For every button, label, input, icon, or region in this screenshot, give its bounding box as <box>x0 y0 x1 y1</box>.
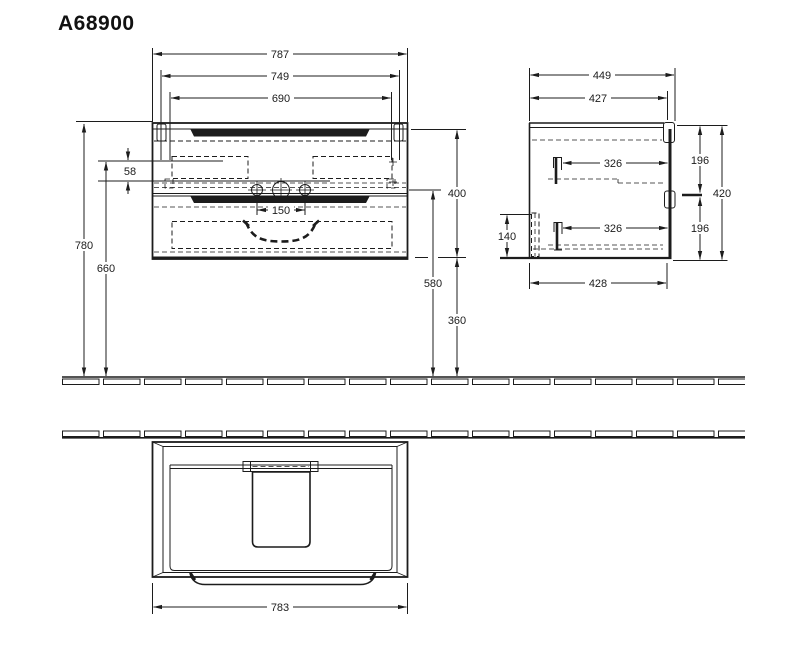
dim-front-groove-offset: 58 <box>98 148 330 194</box>
dim-label: 783 <box>271 602 289 614</box>
plan-handle-groove <box>242 461 319 472</box>
dim-label: 326 <box>604 223 622 235</box>
side-handle-middle <box>664 190 676 209</box>
dim-label: 420 <box>713 188 731 200</box>
dim-label: 427 <box>589 93 607 105</box>
drill-mark-upper <box>389 158 397 166</box>
dim-label: 58 <box>124 166 136 178</box>
dim-front-rail-height: 660 <box>93 161 119 377</box>
plan-front-recess <box>189 572 377 586</box>
drawer-runner-top <box>553 157 562 184</box>
dim-label: 580 <box>424 278 442 290</box>
drawing-title: A68900 <box>58 12 135 35</box>
siphon-cutout-curve <box>244 221 318 243</box>
dim-label: 150 <box>272 205 290 217</box>
dim-front-overall-width: 787 <box>152 48 408 122</box>
dim-front-mount-height: 780 <box>71 121 152 377</box>
hidden-drawer-box-bottom <box>171 221 393 249</box>
top-drawer-handle-groove <box>190 128 370 137</box>
dim-label: 360 <box>448 315 466 327</box>
front-view <box>151 122 409 260</box>
dim-side-bottom-rail-depth: 326 <box>562 222 668 235</box>
dim-label: 400 <box>448 188 466 200</box>
dim-label: 140 <box>498 231 516 243</box>
dim-label: 690 <box>272 93 290 105</box>
dim-side-front-heights: 196 196 <box>673 125 728 261</box>
dim-label: 749 <box>271 71 289 83</box>
dim-front-groove-width: 690 <box>169 92 392 160</box>
dim-front-carcass-width: 749 <box>160 70 400 160</box>
plan-sink-basin <box>251 471 311 548</box>
dim-label: 326 <box>604 158 622 170</box>
dim-side-body-depth: 427 <box>530 91 668 120</box>
dim-label: 660 <box>97 263 115 275</box>
hidden-drawer-box-left <box>171 156 249 179</box>
dim-side-overall-height: 420 <box>709 126 735 260</box>
dim-label: 787 <box>271 49 289 61</box>
wall-bracket-right <box>393 123 404 142</box>
dim-front-body-height: 400 <box>411 129 470 257</box>
dim-label: 428 <box>589 278 607 290</box>
floor-hatch-line <box>62 376 745 385</box>
dim-label: 196 <box>691 155 709 167</box>
dim-front-drain-height: 580 <box>409 189 446 377</box>
plan-view <box>151 441 409 586</box>
dim-side-top-rail-depth: 326 <box>562 157 668 170</box>
side-view <box>500 122 676 260</box>
dim-label: 449 <box>593 70 611 82</box>
dim-front-clearance-height: 360 <box>415 257 470 377</box>
side-handle-top <box>663 122 675 143</box>
dim-side-overall-depth: 449 <box>529 68 676 121</box>
dim-front-faucet-spacing: 150 <box>256 197 306 217</box>
hidden-drawer-box-right <box>312 156 393 179</box>
dim-label: 196 <box>691 223 709 235</box>
drill-mark-lower <box>389 178 397 186</box>
dim-plan-overall-width: 783 <box>152 583 408 614</box>
wall-hatch-line <box>62 430 745 439</box>
drawer-runner-bottom <box>553 222 563 251</box>
dim-side-back-clearance: 140 <box>494 214 531 257</box>
dim-side-bottom-depth: 428 <box>529 263 668 290</box>
bottom-drawer-handle-groove <box>190 195 370 203</box>
dim-label: 780 <box>75 240 93 252</box>
plan-drawer-outline <box>169 465 393 571</box>
